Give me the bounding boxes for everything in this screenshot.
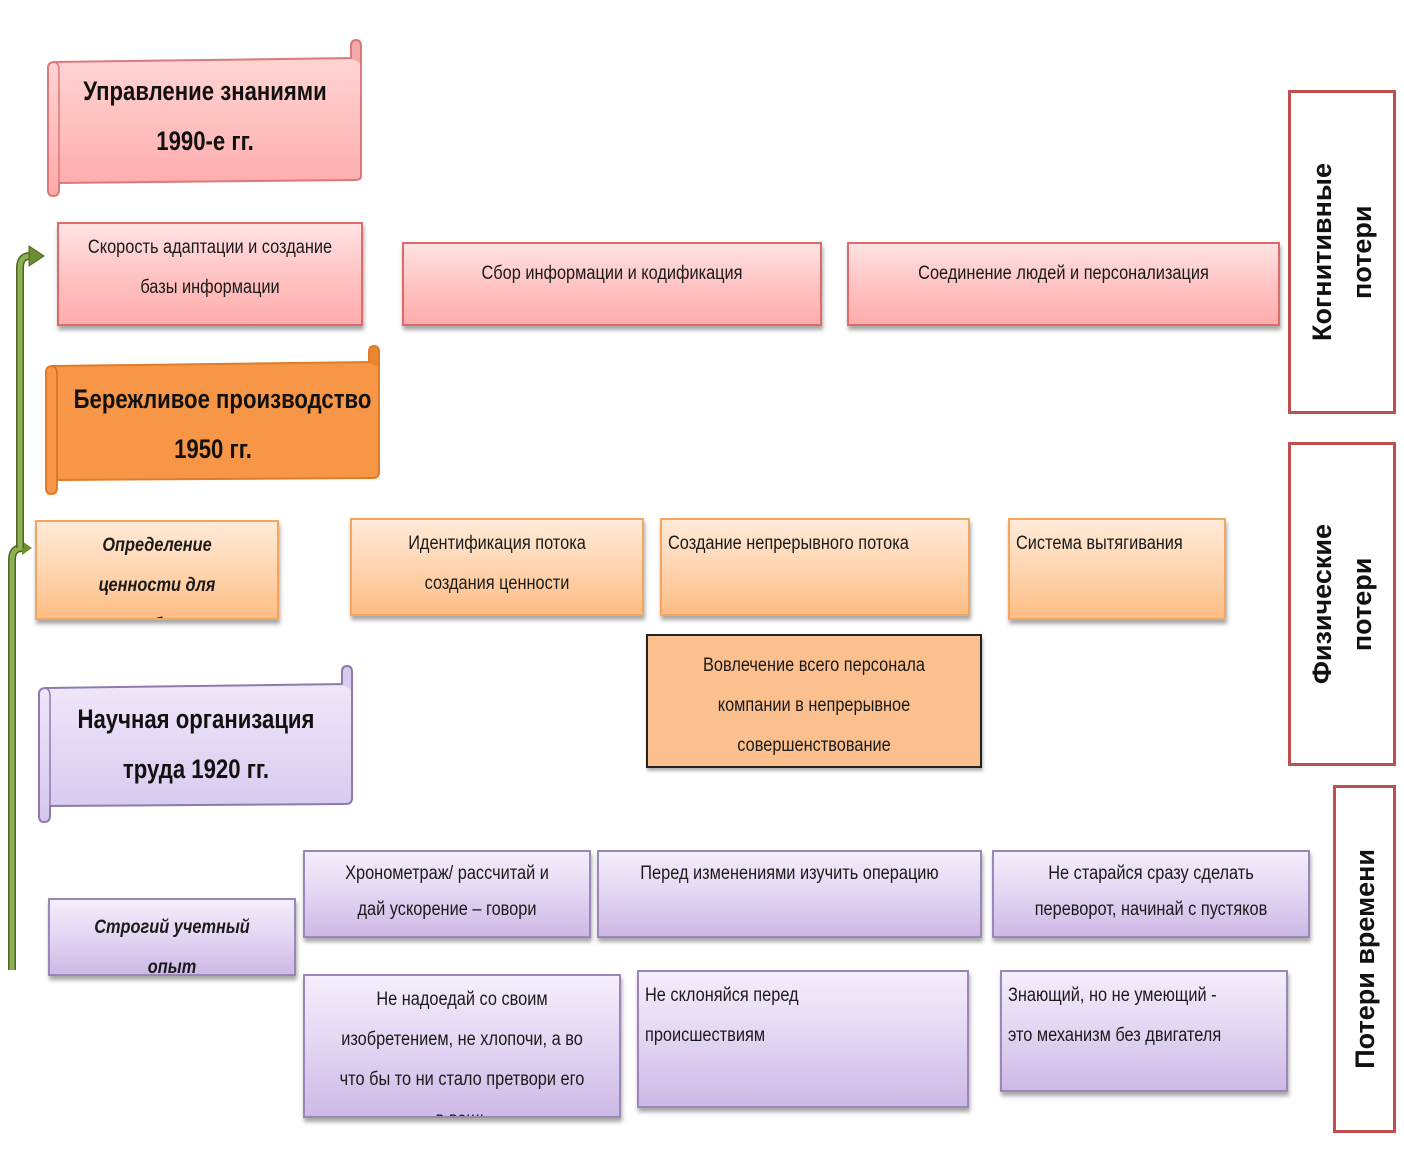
era-item: Не склоняйся перед происшествиям <box>637 970 969 1108</box>
era-item: Скорость адаптации и создание базы инфор… <box>57 222 363 326</box>
era-years: 1990-е гг. <box>156 126 254 156</box>
loss-category-label: Когнитивные потери <box>1307 163 1377 341</box>
loss-category-cognitive: Когнитивные потери <box>1288 90 1396 414</box>
arrowhead-icon <box>28 245 45 267</box>
era-title: Бережливое производство <box>73 384 372 414</box>
timeline-arrow <box>8 245 45 970</box>
era-years: труда 1920 гг. <box>122 754 270 784</box>
era-title: Научная организация <box>77 704 315 734</box>
loss-category-time: Потери времени <box>1333 785 1396 1133</box>
era-banner-knowledge-management: Управление знаниями 1990-е гг. <box>45 38 365 200</box>
loss-category-physical: Физические потери <box>1288 442 1396 766</box>
era-item-highlighted: Вовлечение всего персонала компании в не… <box>646 634 982 768</box>
era-banner-lean-production: Бережливое производство 1950 гг. <box>43 344 383 499</box>
era-item: Знающий, но не умеющий - это механизм бе… <box>1000 970 1288 1092</box>
era-title: Управление знаниями <box>83 76 327 106</box>
era-item: Не надоедай со своим изобретением, не хл… <box>303 974 621 1118</box>
era-item: Идентификация потока создания ценности <box>350 518 644 616</box>
era-item: Соединение людей и персонализация <box>847 242 1280 326</box>
era-years: 1950 гг. <box>174 434 252 464</box>
loss-category-label: Физические потери <box>1307 523 1377 685</box>
era-item: Не старайся сразу сделать переворот, нач… <box>992 850 1310 938</box>
loss-category-label: Потери времени <box>1349 849 1380 1069</box>
era-item: Система вытягивания <box>1008 518 1226 620</box>
era-item: Определение ценности для потребителя <box>35 520 279 620</box>
era-item: Перед изменениями изучить операцию <box>597 850 982 938</box>
era-item: Хронометраж/ рассчитай и дай ускорение –… <box>303 850 591 938</box>
era-item: Создание непрерывного потока <box>660 518 970 616</box>
era-item: Строгий учетный опыт <box>48 898 296 976</box>
timeline-hook-lower <box>22 541 32 555</box>
era-banner-scientific-management: Научная организация труда 1920 гг. <box>36 664 356 826</box>
era-item: Сбор информации и кодификация <box>402 242 822 326</box>
